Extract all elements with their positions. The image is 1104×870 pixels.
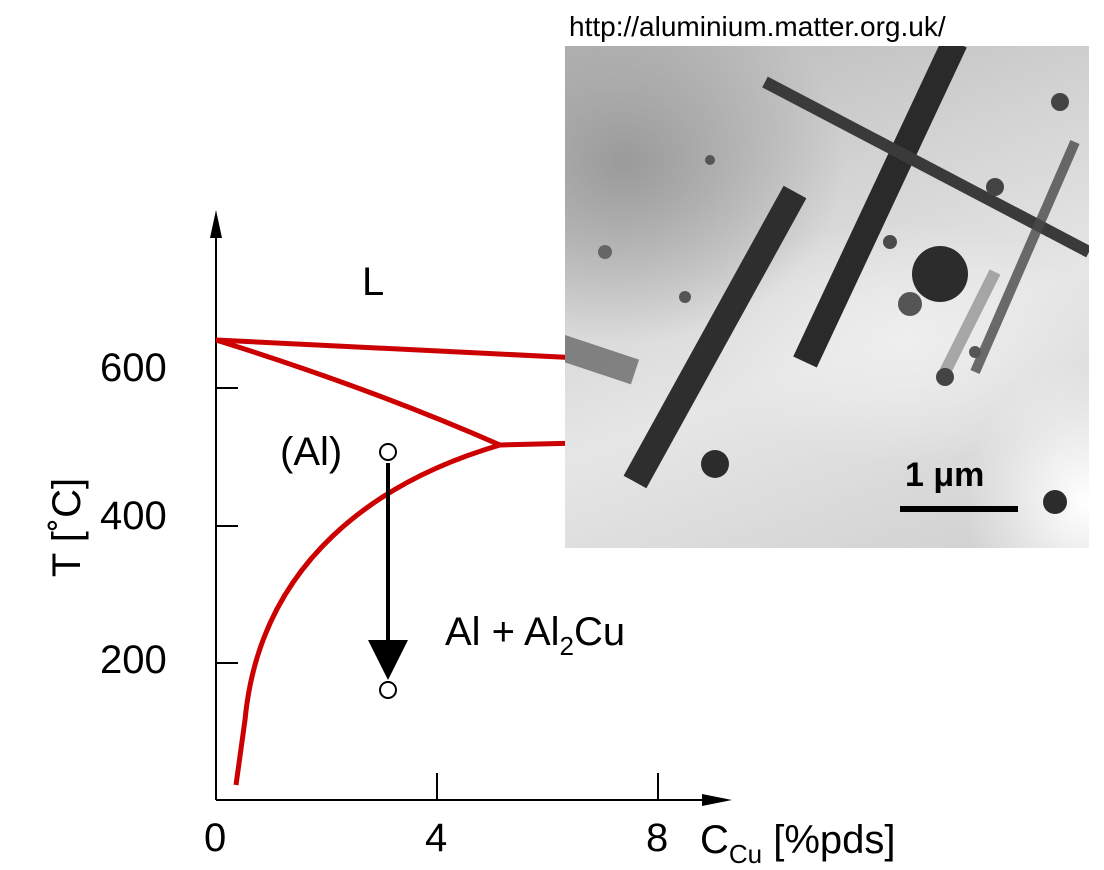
start-point: [379, 443, 397, 461]
source-url-label: http://aluminium.matter.org.uk/: [565, 8, 1093, 46]
scale-bar-label: 1 μm: [905, 456, 985, 494]
x-axis-title-main: C: [700, 818, 729, 862]
x-axis-title-tail: [%pds]: [762, 818, 896, 862]
micrograph-features: [565, 42, 1089, 514]
y-axis-title: T [˚C]: [45, 477, 90, 578]
region-label-liquid: L: [362, 260, 385, 304]
x-axis-arrow: [702, 794, 732, 806]
y-axis-arrow: [210, 210, 222, 238]
region-label-alpha: (Al): [280, 430, 343, 474]
y-tick-label-200: 200: [100, 638, 167, 682]
two-phase-sub: 2: [559, 631, 574, 661]
liquidus-line: [215, 337, 581, 361]
region-label-two-phase: Al + Al2Cu: [445, 612, 625, 659]
scale-bar: [900, 506, 1018, 512]
solidus-line: [215, 337, 502, 448]
two-phase-main: Al + Al: [445, 610, 560, 654]
x-tick-label-0: 0: [204, 816, 227, 860]
x-axis-title: CCu [%pds]: [700, 818, 896, 870]
y-tick-label-400: 400: [100, 494, 167, 538]
two-phase-tail: Cu: [573, 610, 626, 654]
y-tick-label-600: 600: [100, 346, 167, 390]
x-tick-label-4: 4: [425, 816, 448, 860]
x-tick-label-8: 8: [646, 816, 669, 860]
solvus-line: [233, 442, 501, 786]
end-point: [379, 681, 397, 699]
x-axis-title-sub: Cu: [728, 839, 763, 869]
tem-micrograph: [565, 42, 1089, 548]
